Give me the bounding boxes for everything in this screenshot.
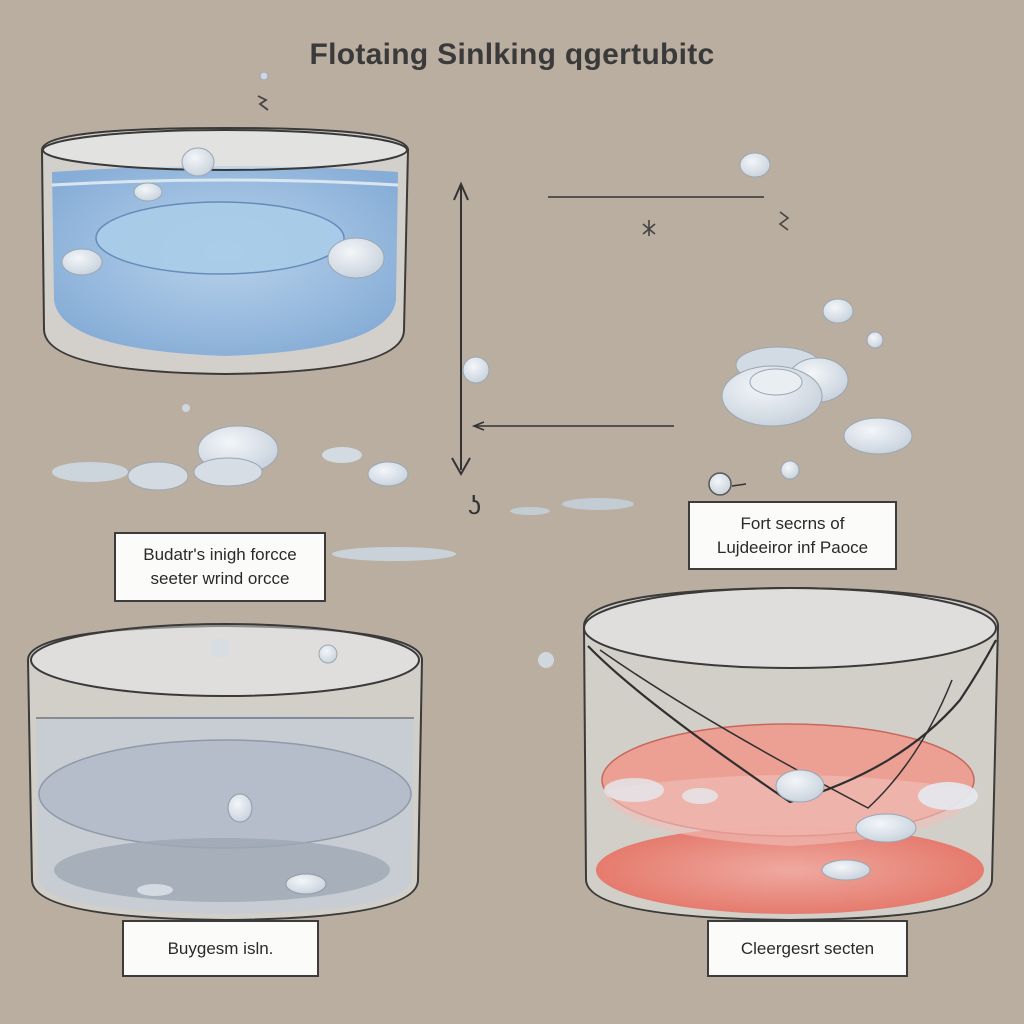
label-line: Lujdeeiror inf Paoce: [716, 537, 869, 557]
label-box-top-left: Budatr's inigh forcce seeter wrind orcce: [114, 532, 326, 602]
bubbles-top-left: [52, 71, 456, 561]
page-title: Flotaing Sinlking qgertubitc: [309, 38, 715, 71]
bubbles-right: [462, 152, 913, 668]
label-line: Fort secrns of: [740, 513, 845, 533]
bowl-bottom-left: [26, 623, 424, 922]
label-line: Budatr's inigh forcce: [143, 545, 297, 564]
bowl-top-left: [40, 126, 410, 376]
squiggle-mark-top: [257, 95, 269, 111]
label-box-top-right: Fort secrns of Lujdeeiror inf Paoce: [688, 501, 897, 570]
label-line: Buygesm isln.: [167, 938, 274, 958]
double-arrow-icon: [451, 181, 471, 477]
label-line: Cleergesrt secten: [740, 938, 875, 958]
bowl-bottom-right: [582, 586, 1000, 922]
label-box-bottom-left: Buygesm isln.: [122, 920, 319, 977]
label-box-bottom-right: Cleergesrt secten: [707, 920, 908, 977]
left-arrow-icon: [471, 421, 674, 431]
label-line: seeter wrind orcce: [150, 569, 290, 588]
wave-mark-icon: ʖ: [468, 490, 481, 520]
cross-mark-icon: [642, 211, 790, 236]
